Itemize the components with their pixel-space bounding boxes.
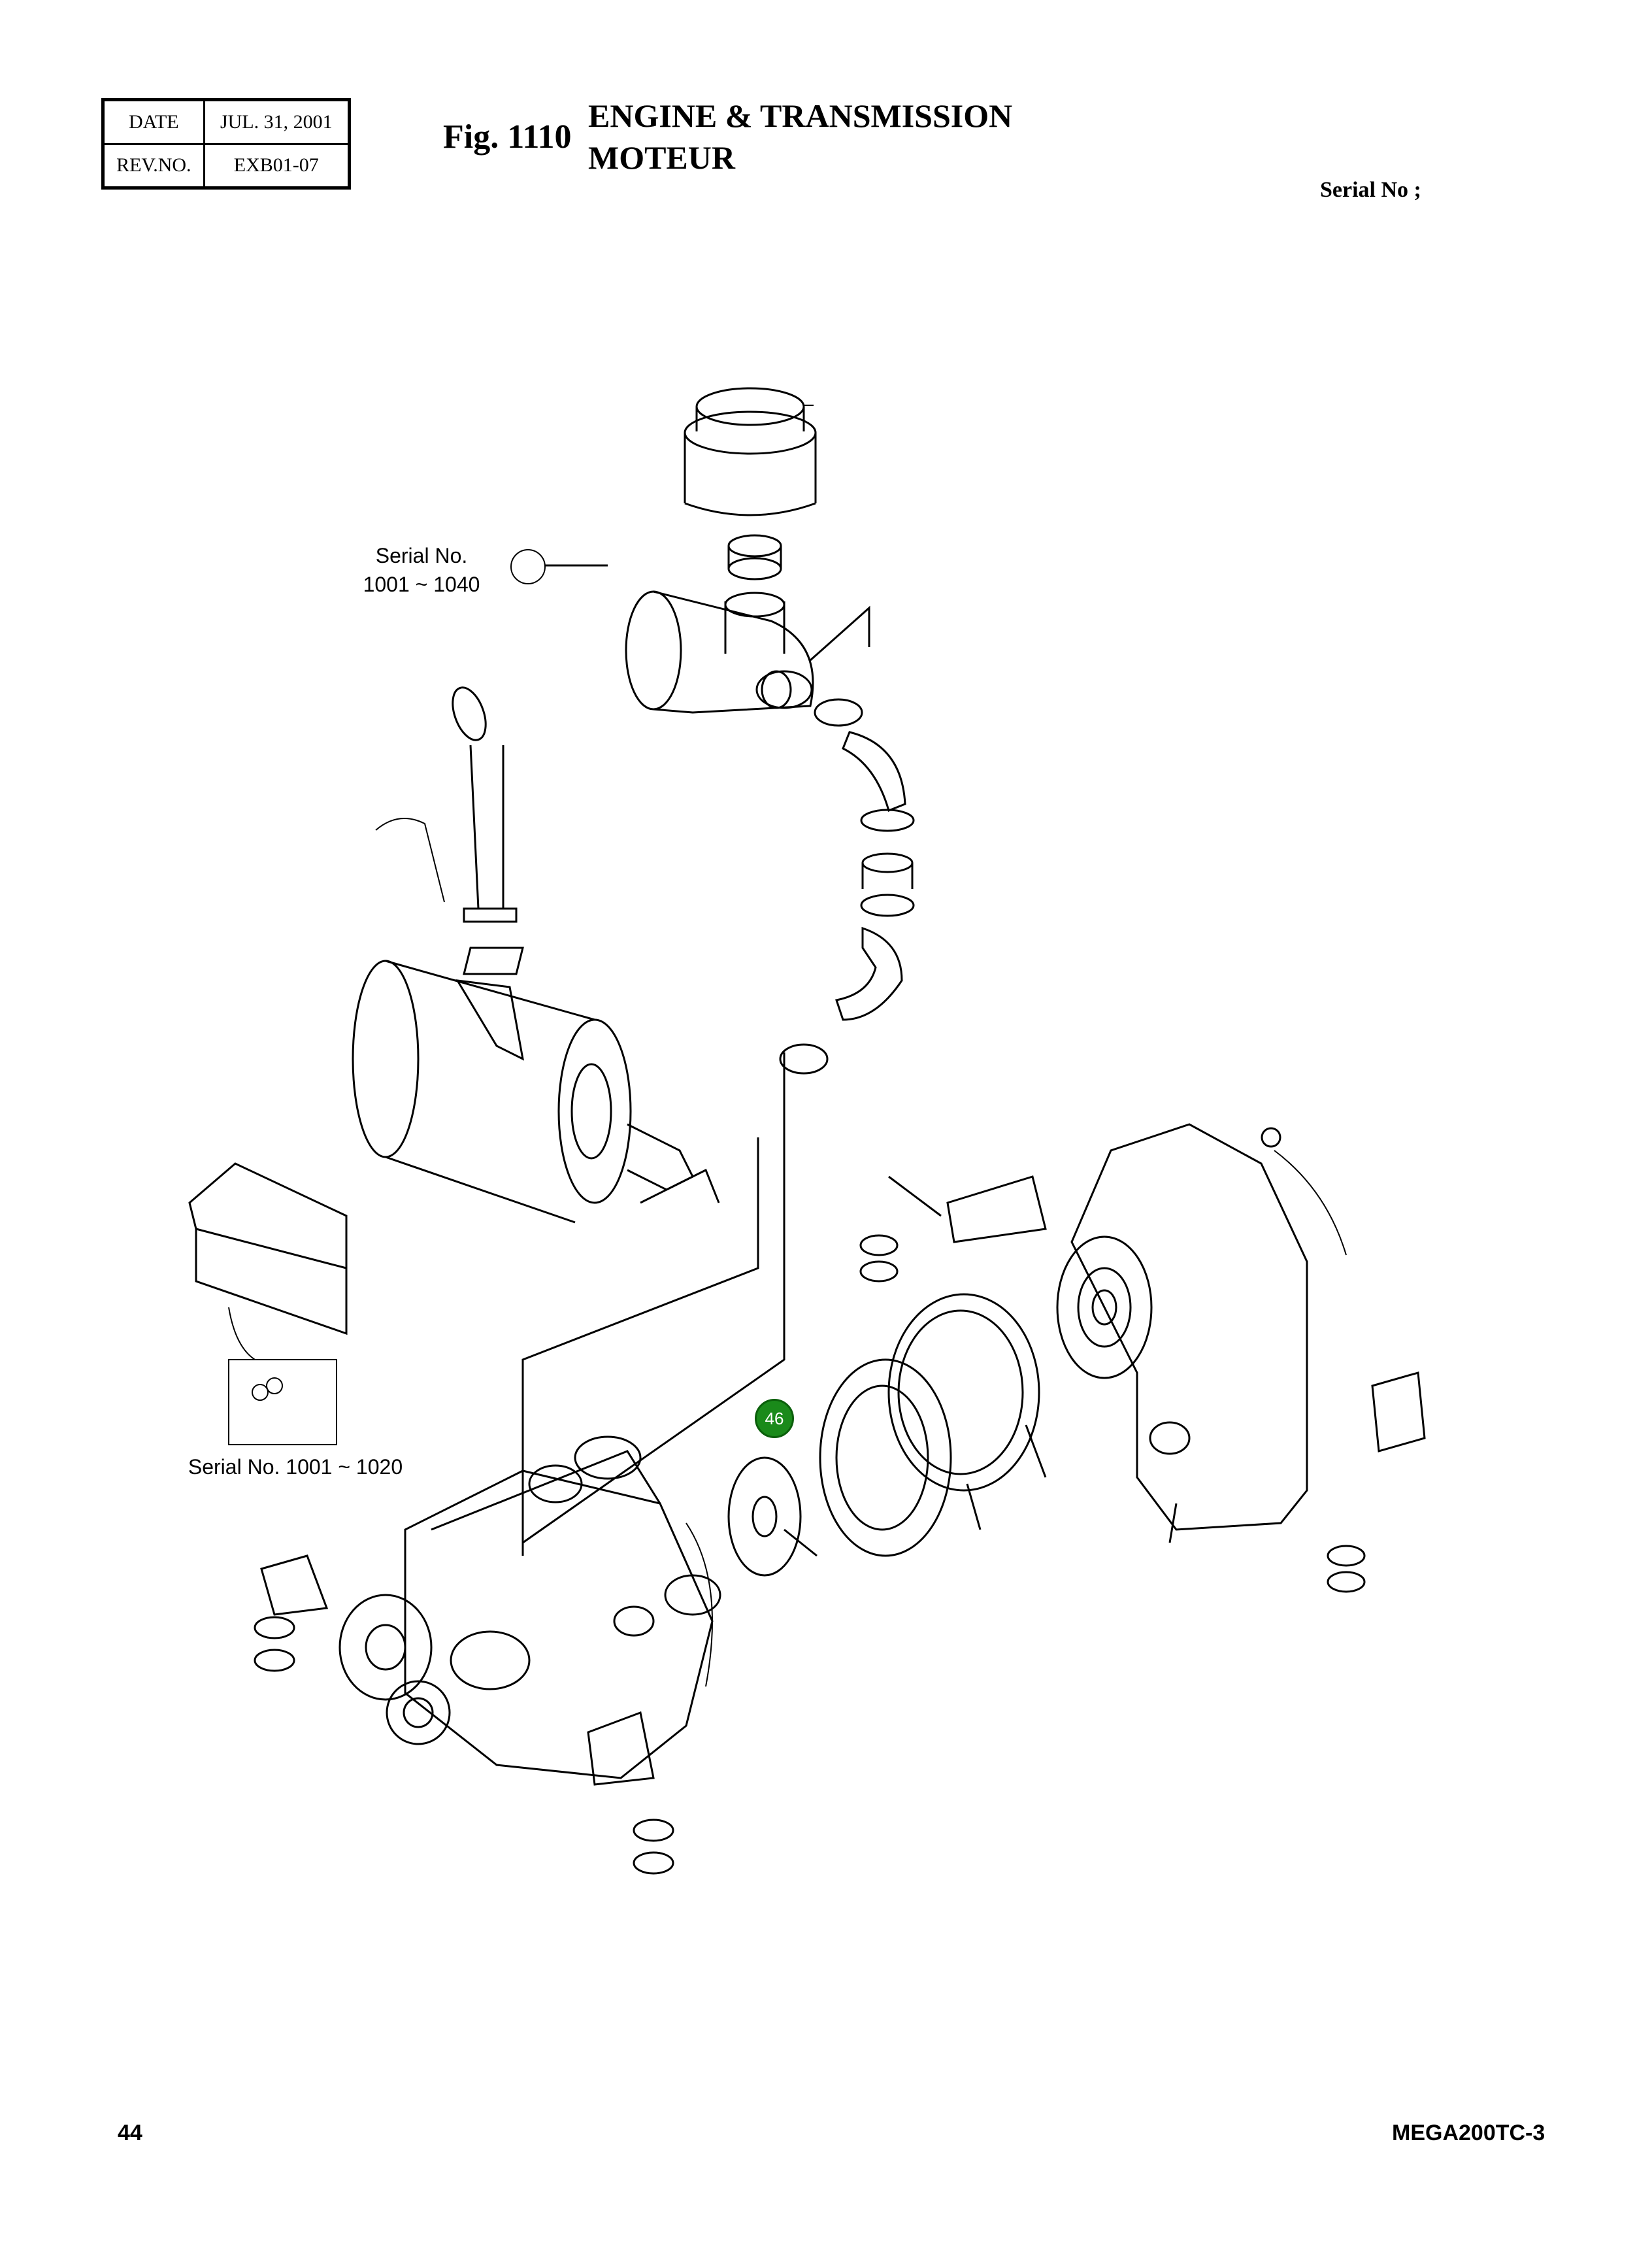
- date-label: DATE: [102, 99, 205, 145]
- precleaner-cap: [684, 387, 817, 516]
- part-callout-46[interactable]: 46: [755, 1399, 794, 1438]
- serial-note-upper-line1: Serial No.: [375, 544, 468, 567]
- date-value: JUL. 31, 2001: [203, 99, 351, 145]
- muffler: [352, 960, 695, 1224]
- flywheel-and-housing: [727, 1293, 1040, 1577]
- rev-value: EXB01-07: [203, 143, 351, 189]
- air-cleaner-body: [625, 534, 814, 714]
- engine-mounts: [254, 1175, 1426, 1875]
- serial-number-header: Serial No ;: [1320, 178, 1421, 202]
- page-number: 44: [118, 2121, 142, 2145]
- inset-detail-box: [228, 1359, 337, 1445]
- figure-title-en: ENGINE & TRANSMISSION: [588, 97, 1013, 134]
- rev-label: REV.NO.: [102, 143, 205, 189]
- engine-block: [339, 1435, 721, 1779]
- exhaust-stack: [375, 686, 524, 975]
- serial-note-lower: Serial No. 1001 ~ 1020: [188, 1455, 403, 1479]
- heat-shield: [188, 1162, 348, 1335]
- transmission-housing: [1056, 1123, 1347, 1531]
- figure-number: Fig. 1110: [443, 118, 572, 156]
- intake-hose-upper: [779, 698, 915, 1075]
- figure-title-fr: MOTEUR: [588, 139, 735, 176]
- revision-table: DATE JUL. 31, 2001 REV.NO. EXB01-07: [101, 98, 351, 190]
- serial-marker-circle: [510, 549, 546, 584]
- serial-note-upper-line2: 1001 ~ 1040: [363, 573, 480, 596]
- model-code: MEGA200TC-3: [1392, 2121, 1545, 2145]
- serial-note-upper: Serial No. 1001 ~ 1040: [356, 541, 487, 599]
